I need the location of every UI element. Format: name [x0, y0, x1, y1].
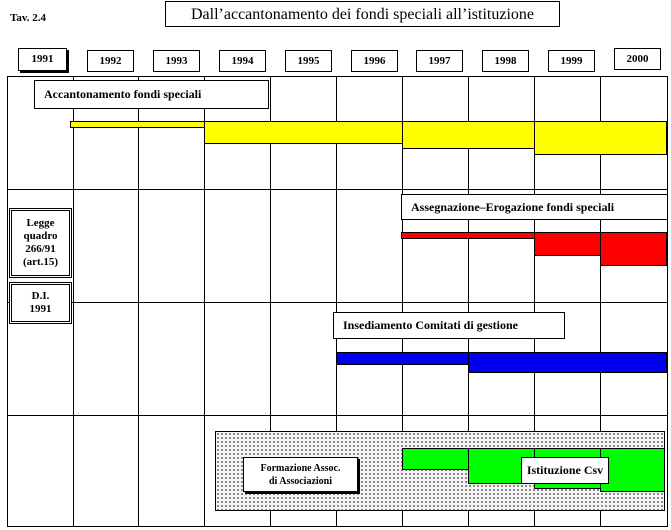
label-assegnazione: Assegnazione–Erogazione fondi speciali	[401, 194, 668, 220]
law-dl-line: 1991	[29, 303, 52, 315]
grid-line	[534, 76, 535, 527]
grid-line	[7, 189, 668, 190]
law-box-legge-quadro: Legge quadro 266/91 (art.15)	[9, 208, 72, 278]
year-1999: 1999	[548, 50, 595, 72]
table-number: Tav. 2.4	[10, 12, 46, 24]
bar-assegnazione	[401, 232, 535, 239]
law-legge-line: Legge	[26, 217, 55, 229]
label-accantonamento: Accantonamento fondi speciali	[34, 80, 269, 109]
label-insediamento: Insediamento Comitati di gestione	[333, 312, 565, 339]
grid-line	[402, 76, 403, 527]
year-1994: 1994	[219, 50, 266, 72]
label-istituzione: Istituzione Csv	[521, 457, 609, 484]
year-2000: 2000	[614, 48, 661, 70]
law-legge-line: (art.15)	[22, 256, 59, 268]
year-1991: 1991	[18, 48, 67, 71]
bar-accantonamento	[70, 121, 205, 128]
bar-accantonamento	[204, 121, 403, 144]
year-1997: 1997	[416, 50, 463, 72]
law-dl-line: D.I.	[31, 290, 50, 302]
bar-istituzione	[600, 448, 665, 492]
grid-line	[7, 302, 668, 303]
year-1998: 1998	[482, 50, 529, 72]
grid-line	[204, 76, 205, 527]
grid-frame	[7, 76, 668, 527]
bar-accantonamento	[402, 121, 535, 149]
label-formazione-line: di Associazioni	[268, 475, 333, 487]
law-box-dl: D.I. 1991	[9, 282, 72, 324]
grid-line	[468, 76, 469, 527]
grid-line	[336, 76, 337, 527]
year-1996: 1996	[351, 50, 398, 72]
law-legge-line: quadro	[23, 230, 58, 242]
bar-insediamento	[336, 352, 469, 365]
grid-line	[7, 415, 668, 416]
year-1993: 1993	[153, 50, 200, 72]
grid-line	[270, 76, 271, 527]
bar-accantonamento	[534, 121, 667, 155]
label-formazione: Formazione Assoc. di Associazioni	[243, 457, 358, 492]
label-formazione-line: Formazione Assoc.	[260, 462, 341, 474]
grid-line	[600, 76, 601, 527]
grid-line	[73, 76, 74, 527]
law-legge-line: 266/91	[25, 243, 56, 255]
bar-istituzione	[402, 448, 470, 470]
bar-assegnazione	[534, 232, 601, 256]
year-1992: 1992	[87, 50, 134, 72]
grid-line	[138, 76, 139, 527]
year-1995: 1995	[285, 50, 332, 72]
diagram-title: Dall’accantonamento dei fondi speciali a…	[165, 1, 560, 27]
bar-insediamento	[468, 352, 667, 373]
bar-assegnazione	[600, 232, 667, 266]
